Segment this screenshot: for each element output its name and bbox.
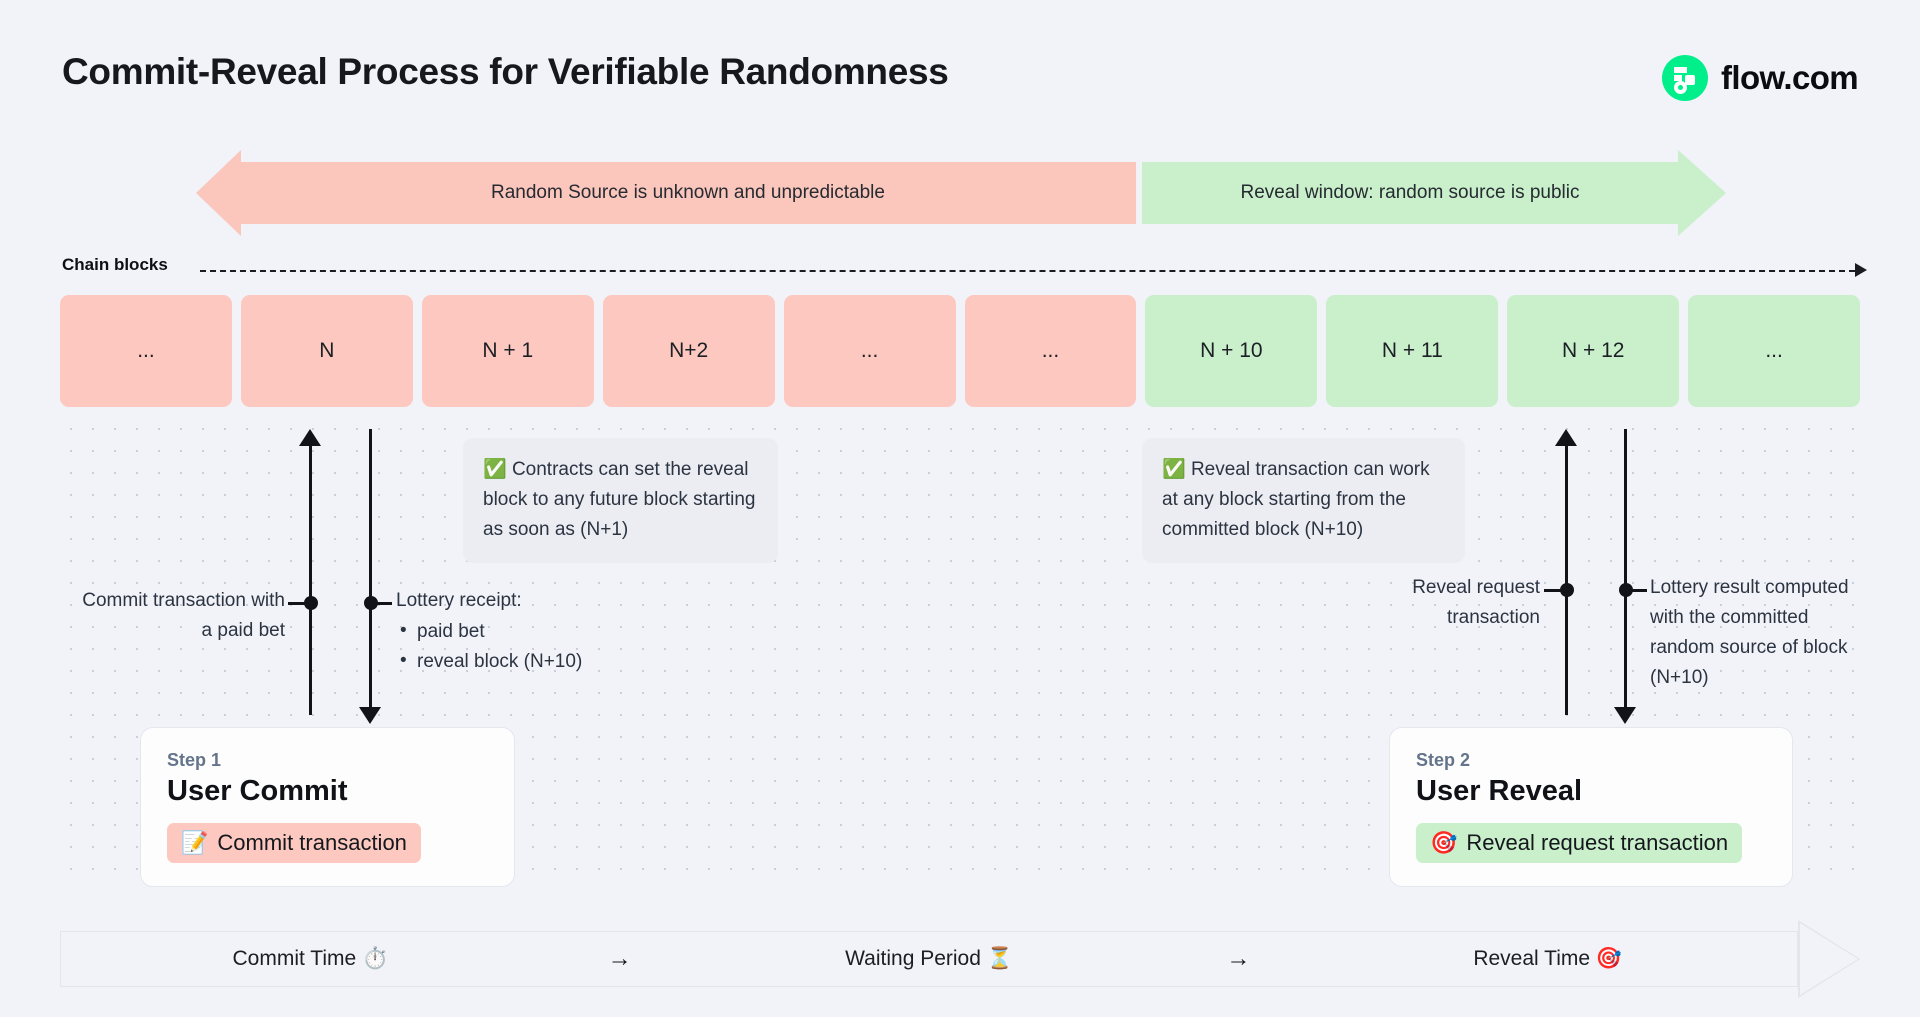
annotation-reveal-request: Reveal request transaction: [1412, 577, 1540, 628]
callout-commit-window-text: Contracts can set the reveal block to an…: [483, 459, 756, 540]
callout-commit-window: ✅ Contracts can set the reveal block to …: [463, 438, 778, 563]
target-icon: 🎯: [1430, 830, 1458, 855]
phase-waiting-period: Waiting Period ⏳: [680, 947, 1179, 971]
annotation-lottery-receipt-title: Lottery receipt:: [396, 590, 522, 611]
step-card-user-commit[interactable]: Step 1 User Commit 📝 Commit transaction: [140, 727, 515, 887]
phase-separator-arrow-icon: →: [607, 945, 632, 972]
reveal-request-badge-label: Reveal request transaction: [1466, 830, 1729, 855]
flow-logo-icon: [1662, 55, 1709, 101]
chain-block[interactable]: N + 11: [1326, 295, 1499, 407]
timeline-arrow-tip-inner: [1800, 923, 1858, 995]
chain-axis-arrow-icon: [1855, 263, 1867, 277]
chain-block[interactable]: ...: [1688, 295, 1861, 407]
phase-commit-time-label: Commit Time ⏱️: [232, 947, 389, 970]
commit-transaction-badge[interactable]: 📝 Commit transaction: [167, 823, 421, 863]
lottery-result-stub: [1625, 589, 1647, 592]
window-banner-unknown-label: Random Source is unknown and unpredictab…: [491, 182, 885, 203]
reveal-request-connector-line: [1565, 445, 1568, 715]
window-banner-unknown: Random Source is unknown and unpredictab…: [196, 150, 1136, 236]
step-label: Step 1: [167, 750, 222, 770]
chain-block[interactable]: N + 1: [421, 295, 594, 407]
list-item: reveal block (N+10): [396, 646, 676, 677]
lottery-result-arrow-down-icon: [1614, 707, 1636, 724]
annotation-lottery-result: Lottery result computed with the committ…: [1650, 577, 1849, 688]
list-item: paid bet: [396, 616, 676, 647]
chain-axis-line: [200, 270, 1855, 272]
reveal-request-badge[interactable]: 🎯 Reveal request transaction: [1416, 823, 1743, 863]
phase-waiting-period-label: Waiting Period ⏳: [845, 947, 1013, 970]
receipt-connector-arrow-down-icon: [359, 707, 381, 724]
chain-block[interactable]: ...: [60, 295, 232, 407]
callout-reveal-window-text: Reveal transaction can work at any block…: [1162, 459, 1430, 540]
commit-connector-stub: [288, 602, 310, 605]
chain-block[interactable]: N: [240, 295, 413, 407]
step-label: Step 2: [1416, 750, 1471, 770]
chain-block[interactable]: N + 12: [1507, 295, 1680, 407]
chain-block[interactable]: ...: [783, 295, 956, 407]
commit-connector-arrow-up-icon: [299, 429, 321, 446]
brand-logo: flow.com: [1662, 55, 1859, 101]
annotation-lottery-receipt: Lottery receipt: paid bet reveal block (…: [396, 586, 676, 677]
step-heading: User Commit: [167, 775, 348, 807]
check-icon: ✅: [1162, 459, 1186, 480]
step-card-user-reveal[interactable]: Step 2 User Reveal 🎯 Reveal request tran…: [1389, 727, 1793, 887]
chain-blocks-label: Chain blocks: [62, 255, 168, 274]
phase-timeline: Commit Time ⏱️ → Waiting Period ⏳ → Reve…: [60, 920, 1860, 998]
receipt-connector-line: [369, 429, 372, 709]
arrow-head-left-icon: [196, 150, 241, 236]
commit-connector-line: [309, 445, 312, 715]
step-heading: User Reveal: [1416, 775, 1583, 807]
check-icon: ✅: [483, 459, 507, 480]
window-banner-reveal-label: Reveal window: random source is public: [1240, 182, 1580, 203]
chain-block[interactable]: ...: [964, 295, 1137, 407]
commit-transaction-badge-label: Commit transaction: [217, 830, 407, 855]
callout-reveal-window: ✅ Reveal transaction can work at any blo…: [1142, 438, 1465, 563]
commit-connector-dot: [304, 596, 318, 610]
reveal-request-dot: [1560, 583, 1574, 597]
phase-reveal-time: Reveal Time 🎯: [1298, 947, 1797, 971]
reveal-request-arrow-up-icon: [1555, 429, 1577, 446]
annotation-commit-transaction: Commit transaction with a paid bet: [82, 590, 285, 641]
arrow-head-right-icon: [1678, 150, 1726, 236]
window-banner-reveal: Reveal window: random source is public: [1142, 150, 1726, 236]
chain-block[interactable]: N + 10: [1145, 295, 1318, 407]
phase-commit-time: Commit Time ⏱️: [61, 947, 560, 971]
chain-block[interactable]: N+2: [602, 295, 775, 407]
receipt-connector-stub: [370, 602, 392, 605]
reveal-request-stub: [1544, 589, 1566, 592]
phase-reveal-time-label: Reveal Time 🎯: [1473, 947, 1623, 970]
chain-blocks-row: ... N N + 1 N+2 ... ... N + 10 N + 11 N …: [60, 295, 1861, 407]
phase-separator-arrow-icon: →: [1226, 945, 1251, 972]
memo-icon: 📝: [181, 830, 209, 855]
lottery-result-connector-line: [1624, 429, 1627, 709]
page-title: Commit-Reveal Process for Verifiable Ran…: [62, 51, 949, 92]
brand-name: flow.com: [1721, 59, 1859, 96]
